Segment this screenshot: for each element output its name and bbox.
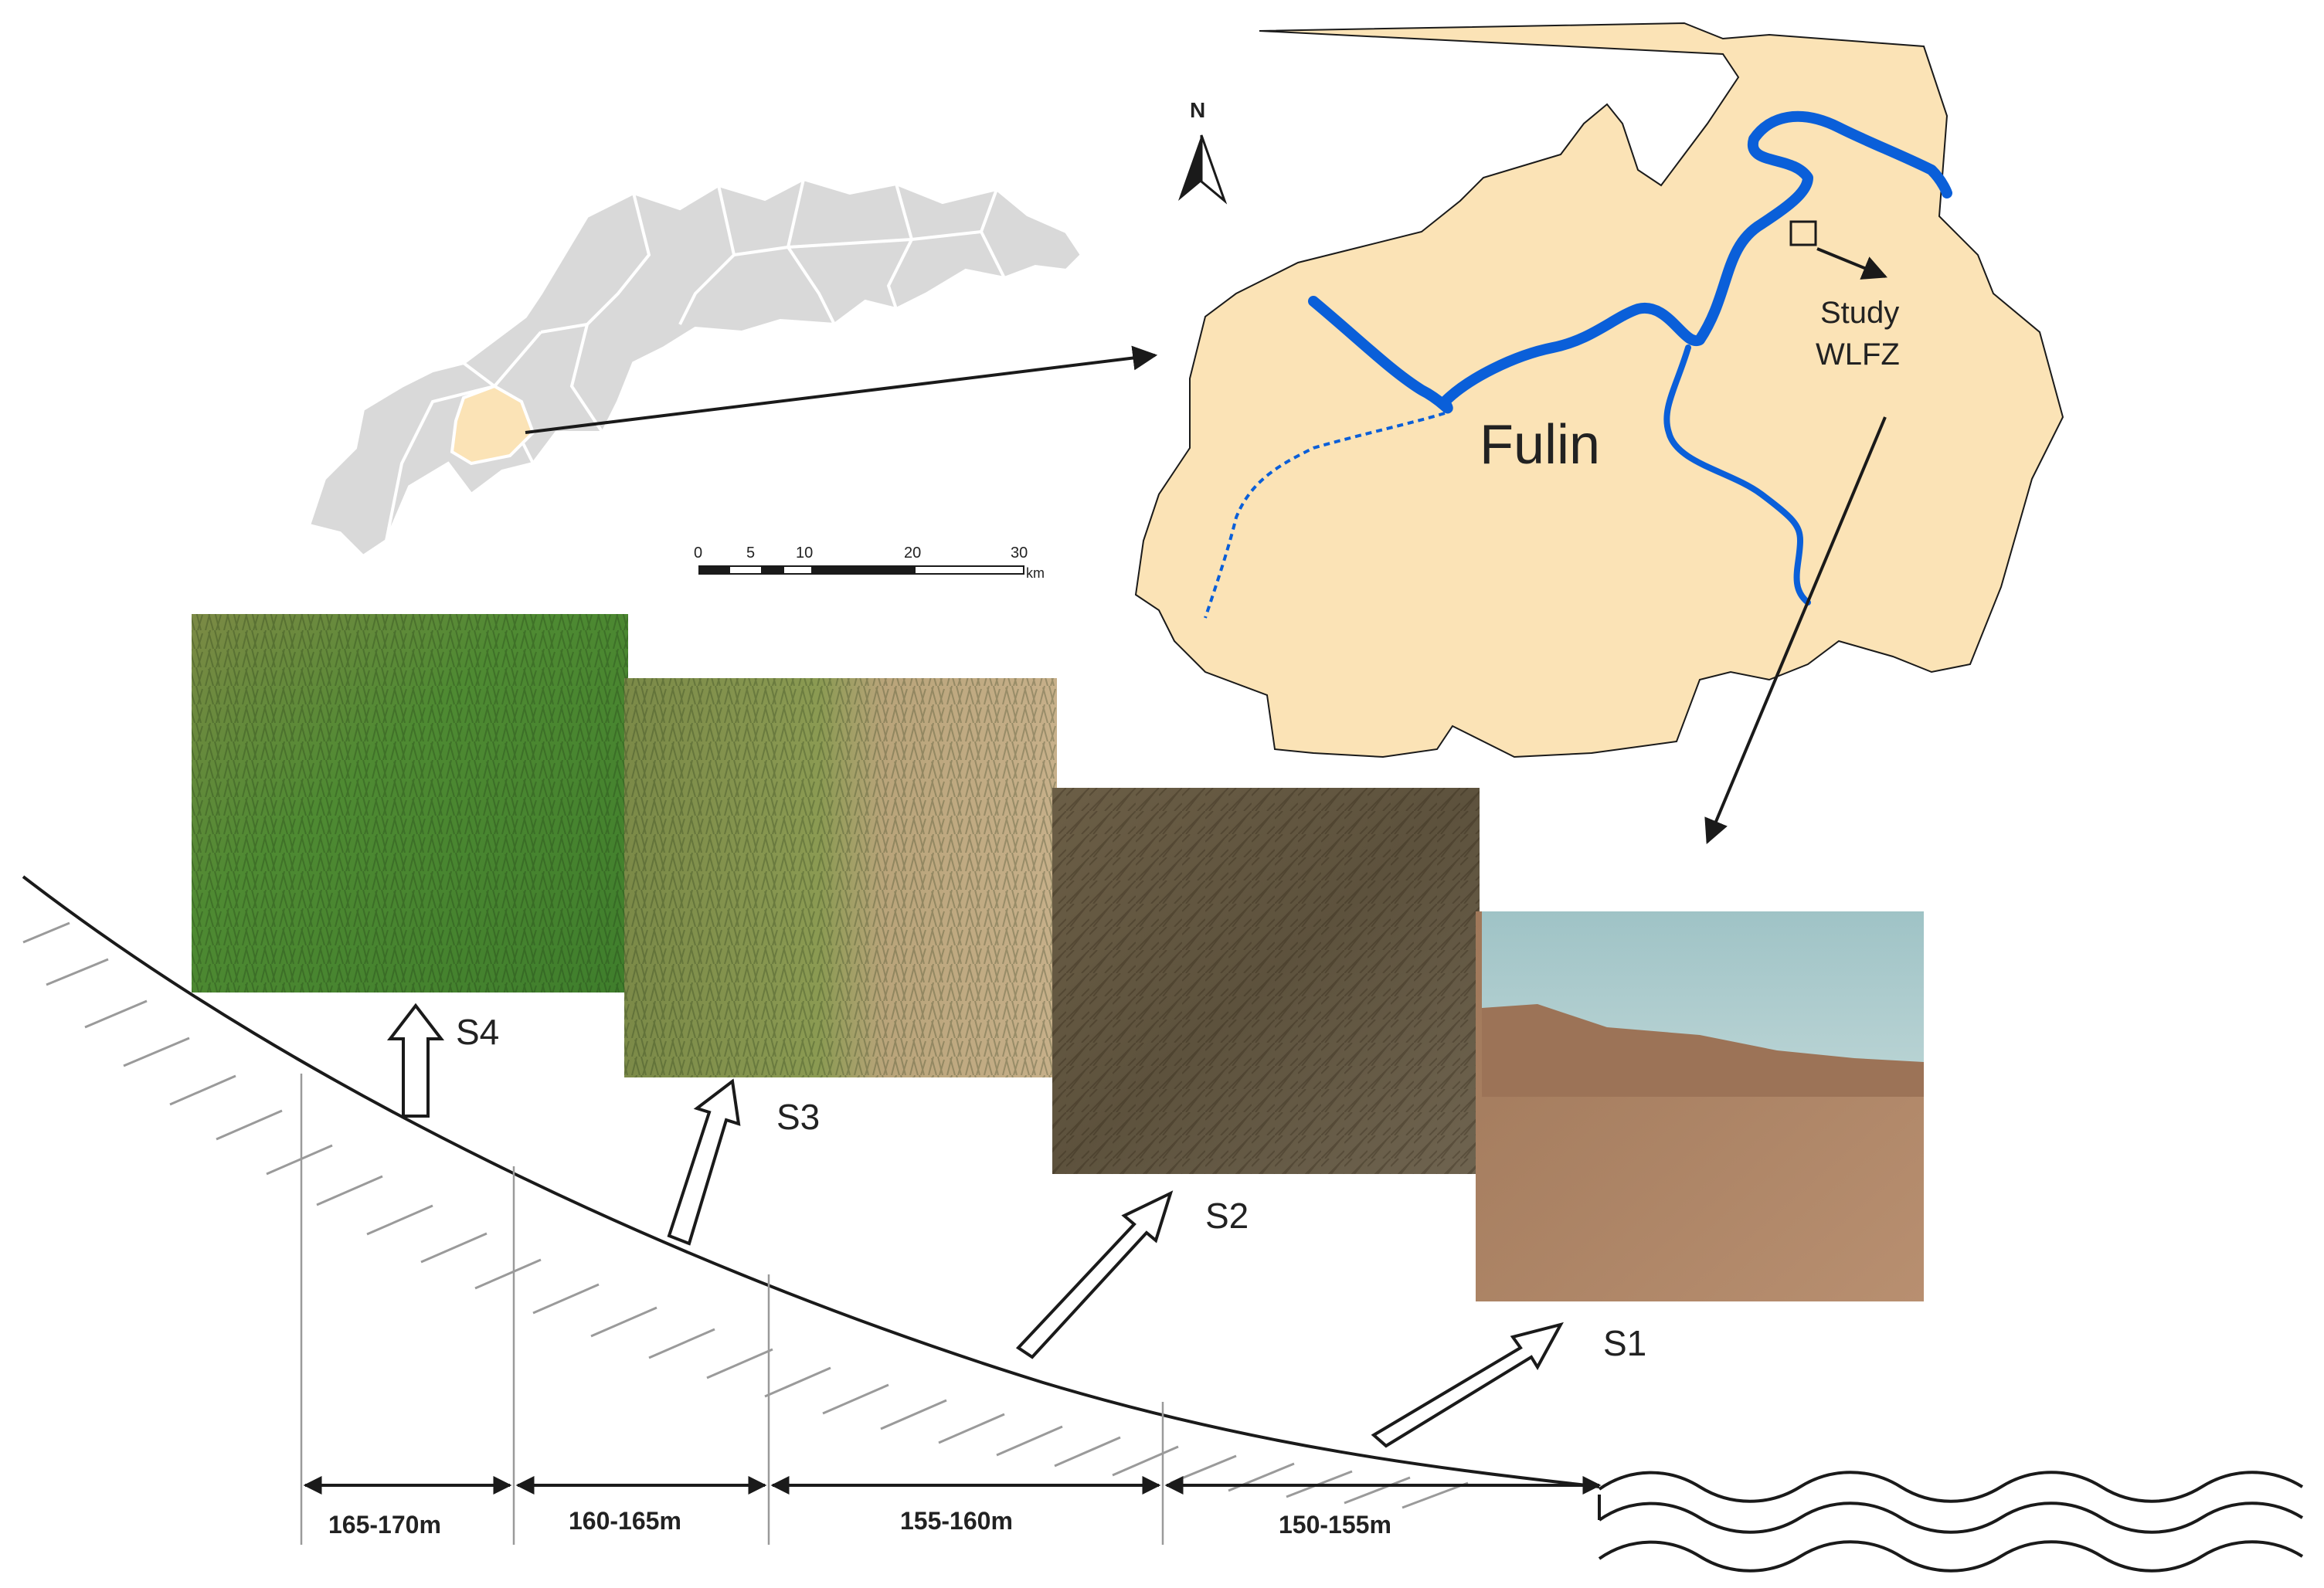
fulin-county-highlight [450, 384, 535, 466]
photo-s1 [1476, 911, 1924, 1301]
overview-region [307, 177, 1084, 558]
site-label-s2: S2 [1205, 1196, 1249, 1236]
water-waves [1598, 1471, 2304, 1573]
elevation-label-s4: 165-170m [328, 1511, 441, 1539]
elevation-label-s1: 150-155m [1279, 1511, 1391, 1539]
site-label-s3: S3 [776, 1097, 820, 1137]
north-arrow-icon: N [1178, 98, 1228, 205]
site-pointer-arrows [386, 1003, 1564, 1448]
elevation-guides [300, 1074, 1164, 1545]
overview-map [307, 177, 1084, 558]
fulin-detail-map: Study WLFZ Fulin [1134, 22, 2064, 758]
study-label-line1: Study [1820, 296, 1899, 330]
pointer-s1 [1371, 1322, 1564, 1448]
scale-tick-0: 0 [694, 545, 702, 562]
scale-tick-30: 30 [1011, 545, 1028, 562]
scale-bar: 0 5 10 20 30 km [694, 545, 1045, 581]
pointer-s4 [386, 1003, 445, 1118]
main-river [1308, 110, 1952, 414]
town-label: Fulin [1480, 414, 1600, 476]
scale-tick-20: 20 [904, 545, 921, 562]
elevation-label-s2: 155-160m [900, 1507, 1013, 1535]
pointer-s3 [667, 1078, 741, 1246]
photo-s2 [1052, 788, 1480, 1174]
study-label-line2: WLFZ [1816, 338, 1900, 372]
photo-s3 [624, 678, 1057, 1077]
site-label-s1: S1 [1603, 1323, 1646, 1363]
north-label: N [1190, 98, 1205, 122]
study-to-transect-arrow [1704, 416, 1887, 844]
fulin-region [1134, 22, 2064, 758]
tributary-river [1663, 344, 1811, 606]
elevation-label-s3: 160-165m [569, 1507, 681, 1535]
scale-tick-10: 10 [796, 545, 813, 562]
scale-unit: km [1026, 565, 1045, 581]
site-label-s4: S4 [456, 1012, 499, 1052]
photo-s4 [192, 614, 628, 992]
scale-tick-5: 5 [746, 545, 755, 562]
dashed-stream [1204, 412, 1446, 619]
pointer-s2 [1015, 1190, 1174, 1359]
study-site-marker [1789, 220, 1817, 246]
overview-to-detail-arrow [525, 345, 1158, 434]
